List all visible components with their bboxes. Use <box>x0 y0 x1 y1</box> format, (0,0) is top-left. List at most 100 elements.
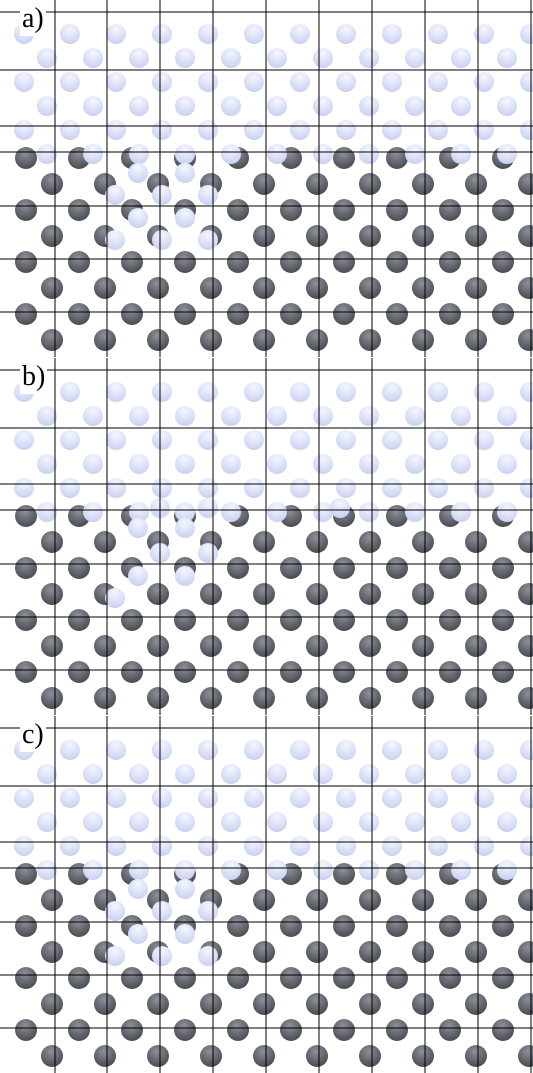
adsorbate-atom <box>106 836 126 856</box>
adsorbate-atom <box>405 406 425 426</box>
adsorbate-atom <box>221 502 241 522</box>
substrate-atom <box>465 329 487 351</box>
adsorbate-atom <box>198 230 218 250</box>
adsorbate-atom <box>152 901 172 921</box>
substrate-atom <box>253 687 275 709</box>
adsorbate-atom <box>105 901 125 921</box>
adsorbate-atom <box>313 144 333 164</box>
adsorbate-atom <box>474 430 494 450</box>
substrate-atom <box>359 531 381 553</box>
adsorbate-atom <box>382 72 402 92</box>
substrate-atom <box>174 609 196 631</box>
adsorbate-atom <box>175 812 195 832</box>
adsorbate-atom <box>198 185 218 205</box>
substrate-atom <box>15 609 37 631</box>
substrate-atom <box>227 199 249 221</box>
substrate-atom <box>200 635 222 657</box>
adsorbate-atom <box>37 144 57 164</box>
adsorbate-atom <box>244 72 264 92</box>
adsorbate-atom <box>129 764 149 784</box>
substrate-atom <box>253 635 275 657</box>
substrate-atom <box>68 303 90 325</box>
adsorbate-atom <box>497 144 517 164</box>
adsorbate-atom <box>290 382 310 402</box>
substrate-atom <box>333 609 355 631</box>
substrate-atom <box>412 941 434 963</box>
adsorbate-atom <box>175 208 195 228</box>
adsorbate-atom <box>60 382 80 402</box>
panel-c-lattice <box>0 716 533 1073</box>
substrate-atom <box>200 329 222 351</box>
adsorbate-atom <box>313 96 333 116</box>
adsorbate-atom <box>152 185 172 205</box>
substrate-atom <box>15 863 37 885</box>
adsorbate-atom <box>336 836 356 856</box>
adsorbate-atom <box>244 120 264 140</box>
substrate-atom <box>41 687 63 709</box>
adsorbate-atom <box>336 740 356 760</box>
substrate-atom <box>465 531 487 553</box>
substrate-atom <box>412 277 434 299</box>
adsorbate-atom <box>290 740 310 760</box>
adsorbate-atom <box>428 788 448 808</box>
substrate-atom <box>280 661 302 683</box>
adsorbate-atom <box>37 454 57 474</box>
substrate-atom <box>465 277 487 299</box>
substrate-atom <box>200 993 222 1015</box>
adsorbate-atom <box>382 382 402 402</box>
adsorbate-atom <box>474 836 494 856</box>
adsorbate-atom <box>106 478 126 498</box>
adsorbate-atom <box>198 72 218 92</box>
adsorbate-atom <box>359 406 379 426</box>
substrate-atom <box>386 199 408 221</box>
substrate-atom <box>68 557 90 579</box>
adsorbate-atom <box>405 144 425 164</box>
substrate-atom <box>333 661 355 683</box>
adsorbate-atom <box>267 860 287 880</box>
substrate-atom <box>41 993 63 1015</box>
adsorbate-atom <box>198 478 218 498</box>
adsorbate-atom <box>152 230 172 250</box>
substrate-atom <box>227 557 249 579</box>
adsorbate-atom <box>382 120 402 140</box>
adsorbate-atom <box>221 812 241 832</box>
adsorbate-atom <box>290 72 310 92</box>
substrate-atom <box>333 1019 355 1041</box>
substrate-atom <box>518 225 533 247</box>
substrate-atom <box>306 531 328 553</box>
adsorbate-atom <box>152 430 172 450</box>
adsorbate-atom <box>105 946 125 966</box>
substrate-atom <box>280 303 302 325</box>
adsorbate-atom <box>428 740 448 760</box>
panel-b-label: b) <box>20 360 48 394</box>
substrate-atom <box>306 583 328 605</box>
substrate-atom <box>412 225 434 247</box>
adsorbate-atom <box>221 48 241 68</box>
adsorbate-atom <box>451 502 471 522</box>
adsorbate-atom <box>60 740 80 760</box>
adsorbate-atom <box>198 946 218 966</box>
adsorbate-atom <box>405 502 425 522</box>
adsorbate-atom <box>520 382 533 402</box>
substrate-atom <box>68 1019 90 1041</box>
adsorbate-atom <box>497 860 517 880</box>
adsorbate-atom <box>428 72 448 92</box>
adsorbate-atom <box>267 812 287 832</box>
adsorbate-atom <box>405 812 425 832</box>
substrate-atom <box>492 251 514 273</box>
substrate-atom <box>15 505 37 527</box>
adsorbate-atom <box>244 836 264 856</box>
substrate-atom <box>492 303 514 325</box>
substrate-atom <box>174 251 196 273</box>
adsorbate-atom <box>198 836 218 856</box>
adsorbate-atom <box>497 48 517 68</box>
substrate-atom <box>253 993 275 1015</box>
adsorbate-atom <box>152 740 172 760</box>
panel-a-lattice <box>0 0 533 357</box>
substrate-atom <box>94 277 116 299</box>
adsorbate-atom <box>175 96 195 116</box>
adsorbate-atom <box>83 860 103 880</box>
substrate-atom <box>227 303 249 325</box>
substrate-atom <box>492 915 514 937</box>
adsorbate-atom <box>128 879 148 899</box>
